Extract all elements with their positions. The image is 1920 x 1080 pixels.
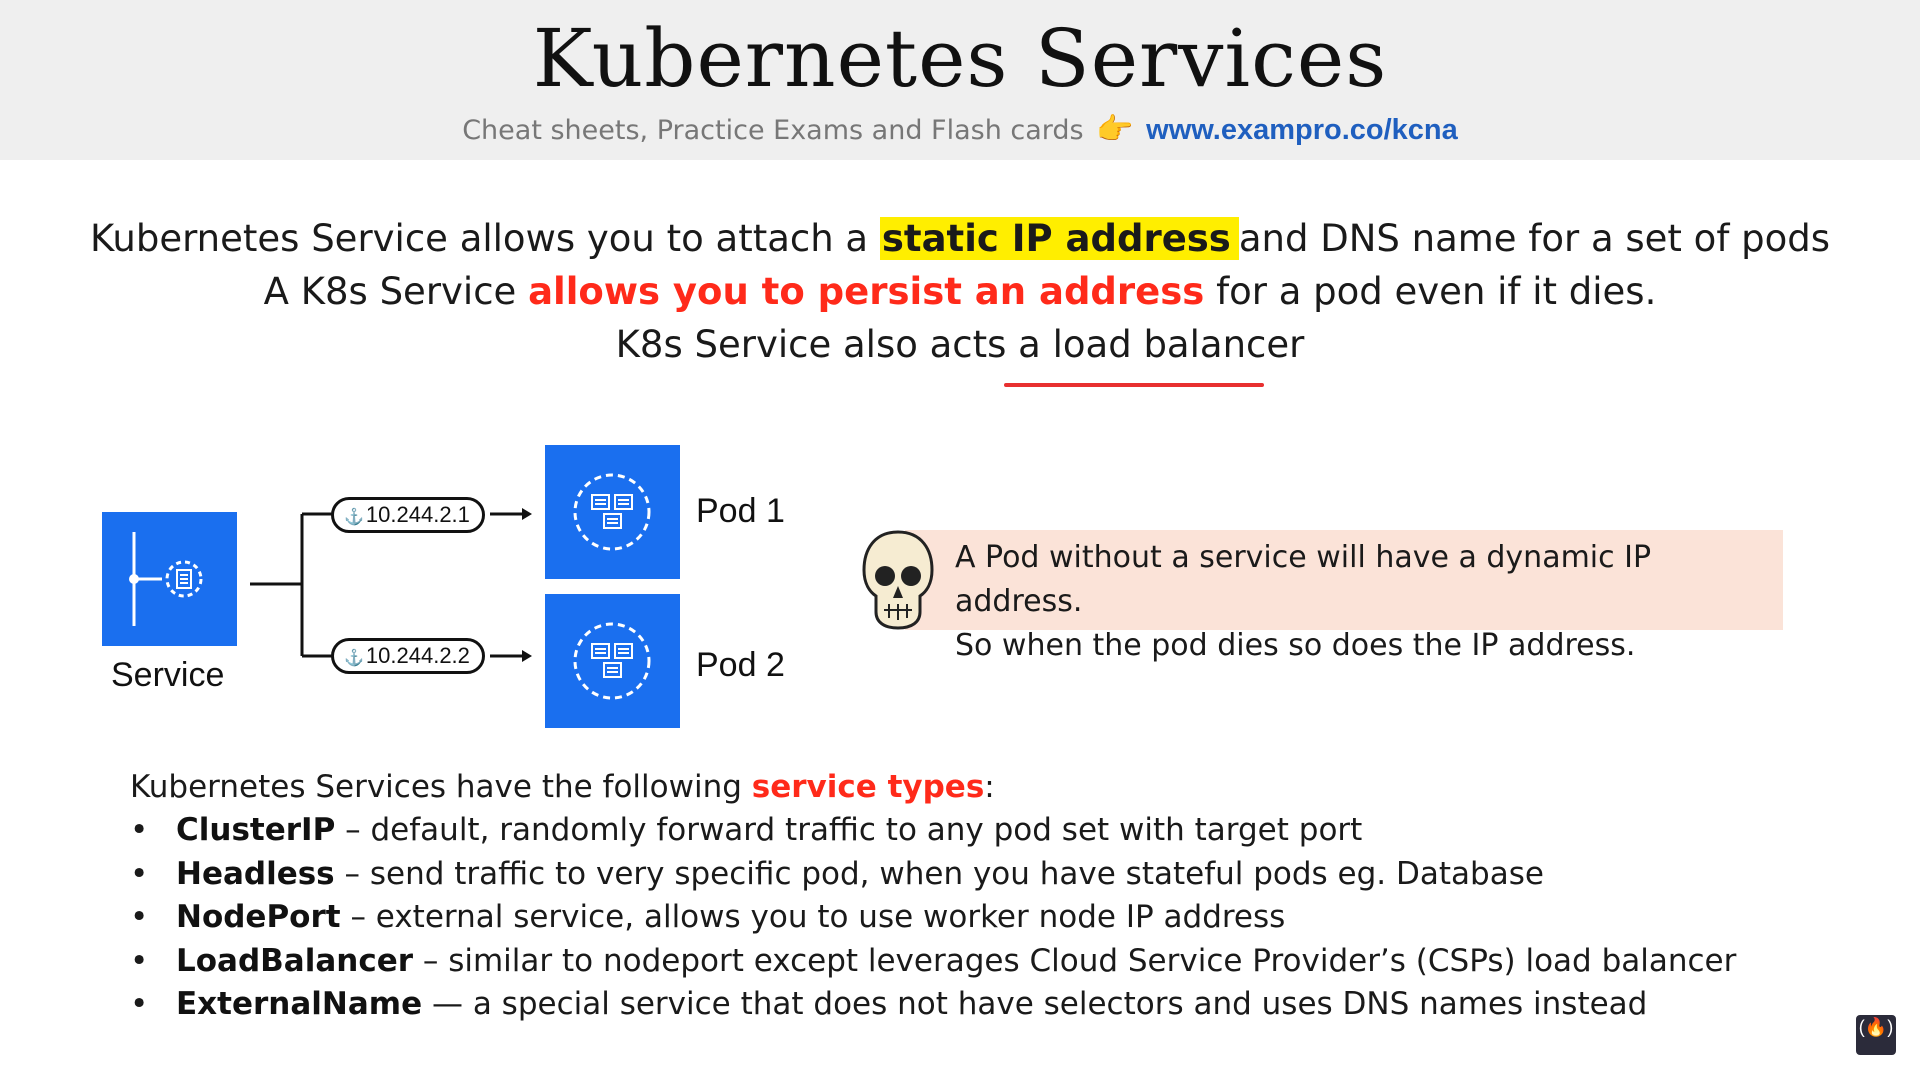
bullet: • — [130, 899, 149, 936]
skull-icon — [862, 530, 934, 630]
type-name: LoadBalancer — [176, 942, 414, 979]
promo-link[interactable]: www.exampro.co/kcna — [1146, 114, 1458, 146]
type-name: Headless — [176, 855, 335, 892]
type-desc: – external service, allows you to use wo… — [340, 899, 1286, 936]
ip-pill-2: ⚓10.244.2.2 — [331, 638, 485, 674]
red-underline-annotation — [1004, 383, 1264, 387]
type-desc: – send traffic to very specific pod, whe… — [334, 855, 1544, 892]
connector-lines — [250, 508, 532, 662]
type-name: ClusterIP — [176, 812, 336, 849]
flame-icon: (🔥) — [1858, 1017, 1894, 1037]
intro-text: Kubernetes Service allows you to attach … — [0, 212, 1920, 371]
bullet: • — [130, 855, 149, 892]
list-item: • NodePort – external service, allows you… — [130, 896, 1830, 939]
pod-2-label: Pod 2 — [696, 646, 785, 684]
ip-address-2: 10.244.2.2 — [365, 643, 470, 668]
type-desc: — a special service that does not have s… — [422, 986, 1648, 1023]
pod-1-box — [545, 445, 680, 579]
pin-icon: ⚓ — [344, 509, 364, 526]
page-title: Kubernetes Services — [532, 12, 1388, 105]
subtitle: Cheat sheets, Practice Exams and Flash c… — [0, 112, 1920, 147]
service-types-list: • ClusterIP – default, randomly forward t… — [130, 809, 1830, 1026]
type-desc: – default, randomly forward traffic to a… — [335, 812, 1363, 849]
type-name: ExternalName — [176, 986, 423, 1023]
service-icon — [129, 532, 203, 626]
pointing-hand-icon: 👉 — [1096, 112, 1134, 147]
service-types-intro: Kubernetes Services have the following s… — [130, 766, 1830, 809]
intro-line-2: A K8s Service allows you to persist an a… — [0, 265, 1920, 318]
list-item: • LoadBalancer – similar to nodeport exce… — [130, 940, 1830, 983]
intro-line-1: Kubernetes Service allows you to attach … — [0, 212, 1920, 265]
types-intro-a: Kubernetes Services have the following — [130, 769, 752, 805]
warning-note-bg — [905, 530, 1783, 630]
pod-1-label: Pod 1 — [696, 492, 785, 530]
pin-icon: ⚓ — [344, 650, 364, 667]
ip-address-1: 10.244.2.1 — [365, 502, 470, 527]
header-band — [0, 0, 1920, 160]
pod-2-box — [545, 594, 680, 728]
list-item: • Headless – send traffic to very specifi… — [130, 853, 1830, 896]
intro-line2-part-b: for a pod even if it dies. — [1204, 270, 1657, 313]
service-label: Service — [111, 656, 225, 694]
note-line-2: So when the pod dies so does the IP addr… — [955, 628, 1636, 663]
pod-icon — [573, 622, 651, 700]
intro-line1-part-b: and DNS name for a set of pods — [1238, 217, 1830, 260]
highlight-static-ip: static IP address — [879, 217, 1239, 260]
bullet: • — [130, 986, 149, 1023]
type-name: NodePort — [176, 899, 341, 936]
types-intro-b: : — [984, 769, 995, 805]
highlight-service-types: service types — [751, 769, 985, 805]
note-line-1: A Pod without a service will have a dyna… — [955, 540, 1652, 619]
intro-line-3: K8s Service also acts a load balancer — [615, 323, 1305, 366]
pod-icon — [573, 473, 651, 551]
service-box — [102, 512, 237, 646]
service-types-section: Kubernetes Services have the following s… — [130, 766, 1830, 1026]
bullet: • — [130, 942, 149, 979]
intro-line1-part-a: Kubernetes Service allows you to attach … — [89, 217, 880, 260]
subtitle-text: Cheat sheets, Practice Exams and Flash c… — [462, 115, 1084, 146]
channel-logo-icon[interactable]: (🔥) — [1856, 1015, 1896, 1055]
intro-line2-part-a: A K8s Service — [263, 270, 529, 313]
highlight-persist-address: allows you to persist an address — [528, 270, 1205, 313]
type-desc: – similar to nodeport except leverages C… — [413, 942, 1737, 979]
list-item: • ExternalName — a special service that d… — [130, 983, 1830, 1026]
bullet: • — [130, 812, 149, 849]
ip-pill-1: ⚓10.244.2.1 — [331, 497, 485, 533]
warning-note-text: A Pod without a service will have a dyna… — [955, 536, 1785, 668]
list-item: • ClusterIP – default, randomly forward t… — [130, 809, 1830, 852]
